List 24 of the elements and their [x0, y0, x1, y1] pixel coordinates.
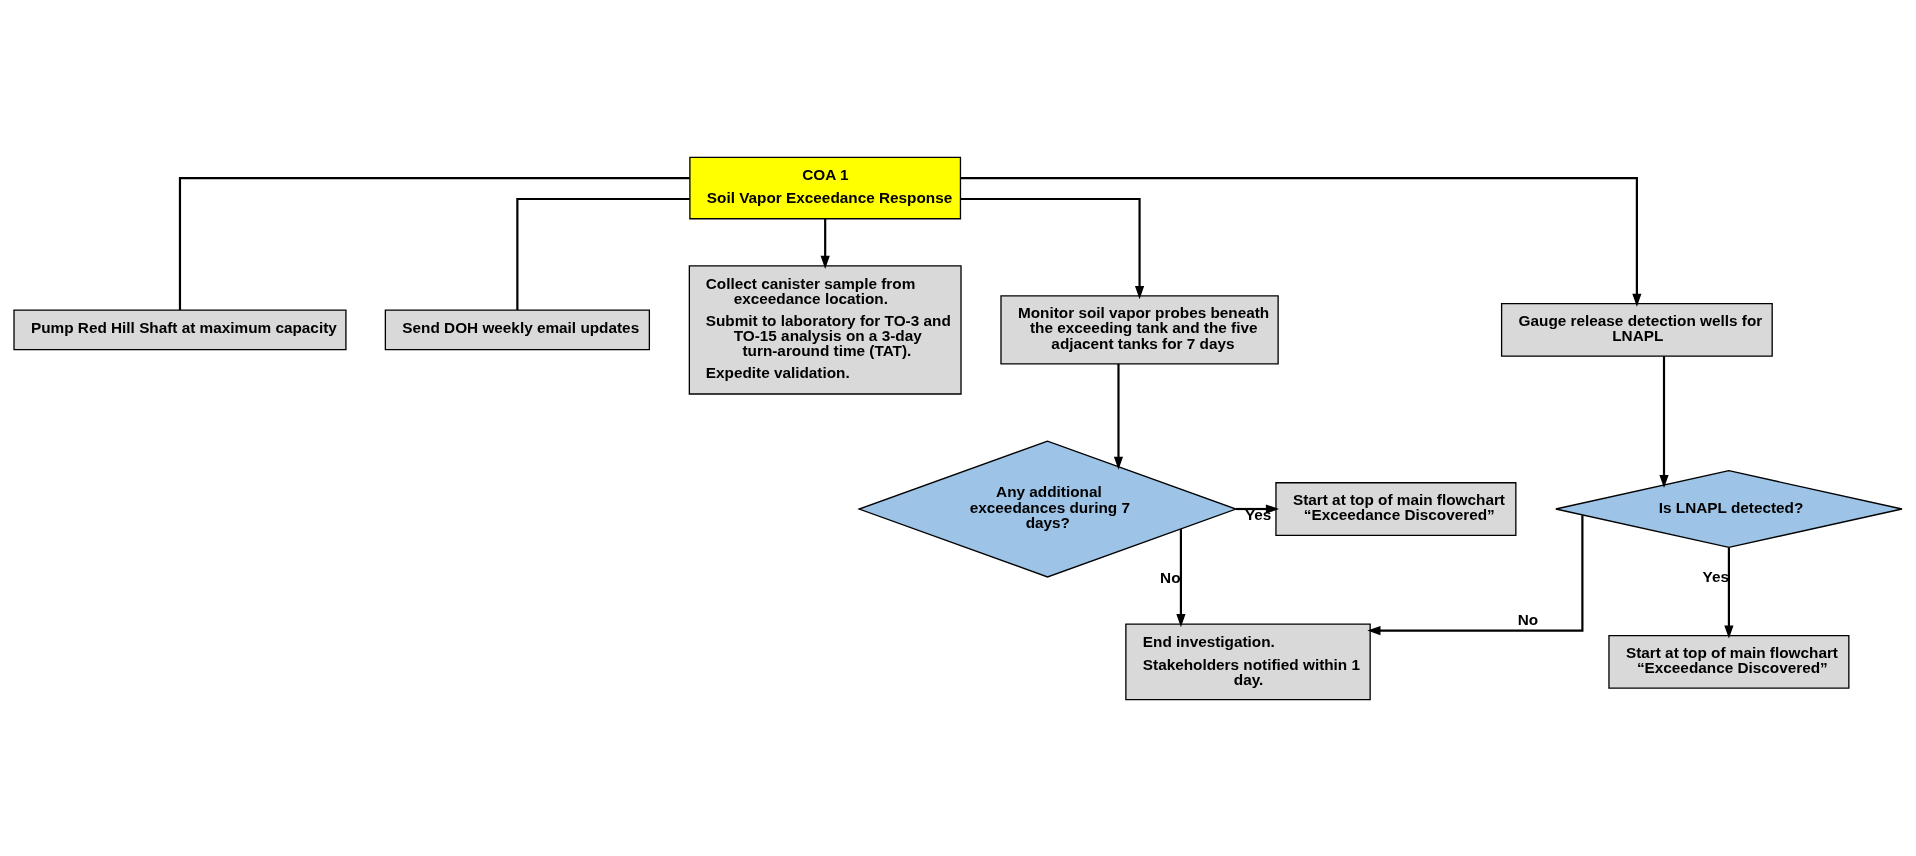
- arrow: [1113, 363, 1124, 470]
- edge-label: No: [1517, 610, 1539, 628]
- node-box: Collect canister sample from exceedance location. Submit to laboratory for TO-3 and TO-15 analysis on a 3-day turn-around time (TAT). Expedite validation.: [688, 264, 962, 395]
- arrow: [960, 176, 1642, 307]
- node-box: Start at top of main flowchart “Exceedance Discovered”: [1608, 634, 1850, 689]
- node-diamond: Is LNAPL detected?: [1555, 469, 1903, 548]
- connector: [178, 176, 690, 310]
- node-box: Pump Red Hill Shaft at maximum capacity: [13, 309, 347, 350]
- node-box: Send DOH weekly email updates: [384, 309, 650, 350]
- connector: [516, 197, 690, 310]
- arrow: [820, 218, 830, 269]
- arrow: [1724, 547, 1734, 639]
- arrow: [1176, 528, 1186, 627]
- arrow: [1659, 355, 1669, 488]
- edge-label: Yes: [1244, 505, 1272, 523]
- node-box: COA 1 Soil Vapor Exceedance Response: [689, 156, 962, 219]
- node-box: Monitor soil vapor probes beneath the exceeding tank and the five adjacent tanks for 7 days: [1000, 294, 1279, 365]
- node-box: End investigation. Stakeholders notified within 1 day.: [1125, 622, 1371, 700]
- node-box: Start at top of main flowchart “Exceedance Discovered”: [1275, 481, 1517, 536]
- arrow: [1236, 503, 1280, 514]
- edge-label: Yes: [1702, 567, 1730, 585]
- arrow: [960, 197, 1145, 299]
- arrow: [1367, 514, 1584, 635]
- node-box: Gauge release detection wells for LNAPL: [1500, 302, 1773, 357]
